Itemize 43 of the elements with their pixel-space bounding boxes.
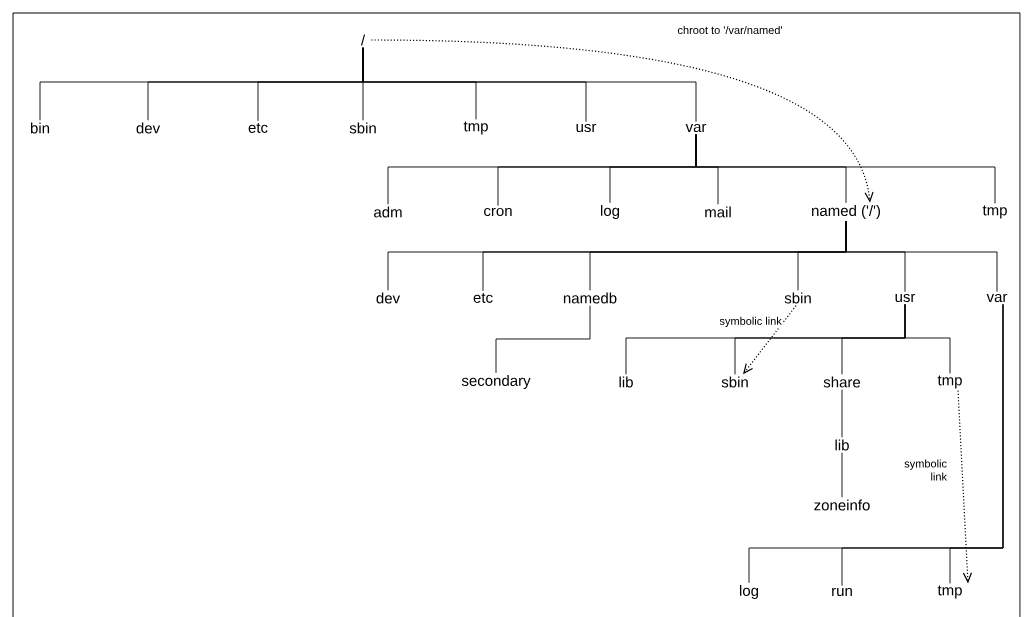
directory-label: zoneinfo — [814, 499, 870, 511]
directory-label: lib — [835, 439, 849, 451]
directory-label: mail — [705, 206, 731, 218]
directory-label: usr — [576, 123, 597, 133]
tree-line — [904, 303, 951, 374]
directory-label: tmp — [463, 121, 488, 135]
directory-label: log — [601, 205, 620, 219]
directory-label: named ('/') — [812, 205, 880, 219]
directory-label: / — [360, 34, 366, 46]
directory-label: sbin — [349, 122, 376, 134]
directory-label: lib — [619, 376, 633, 388]
tree-line — [695, 133, 996, 204]
directory-label: namedb — [563, 292, 617, 304]
directory-label: dev — [376, 292, 401, 304]
directory-label: etc — [473, 293, 493, 303]
directory-label: cron — [484, 207, 512, 217]
directory-label: tmp — [982, 205, 1007, 219]
edge-label: symbolic link — [896, 458, 948, 482]
directory-label: tmp — [937, 375, 962, 389]
dotted-arrow — [957, 390, 973, 584]
tree-line — [845, 220, 998, 293]
directory-label: share — [823, 376, 861, 388]
directory-label: adm — [374, 206, 402, 218]
directory-label: var — [685, 123, 707, 133]
tree-line — [495, 305, 591, 374]
dotted-arrow — [743, 305, 797, 375]
directory-label: sbin — [721, 376, 748, 388]
directory-label: sbin — [784, 292, 811, 304]
directory-label: var — [986, 293, 1008, 303]
edge-label: chroot to '/var/named' — [676, 24, 784, 36]
tree-line — [841, 389, 843, 438]
directory-label: log — [740, 585, 759, 599]
directory-label: tmp — [937, 585, 962, 599]
tree-line — [362, 47, 697, 123]
directory-label: run — [832, 587, 852, 597]
directory-label: bin — [31, 122, 50, 134]
directory-label: usr — [895, 293, 916, 303]
tree-line — [949, 303, 1004, 584]
directory-label: dev — [136, 122, 161, 134]
directory-label: secondary — [461, 375, 531, 389]
tree-line — [841, 452, 843, 498]
directory-label: etc — [248, 123, 268, 133]
dotted-arrow — [370, 39, 874, 203]
